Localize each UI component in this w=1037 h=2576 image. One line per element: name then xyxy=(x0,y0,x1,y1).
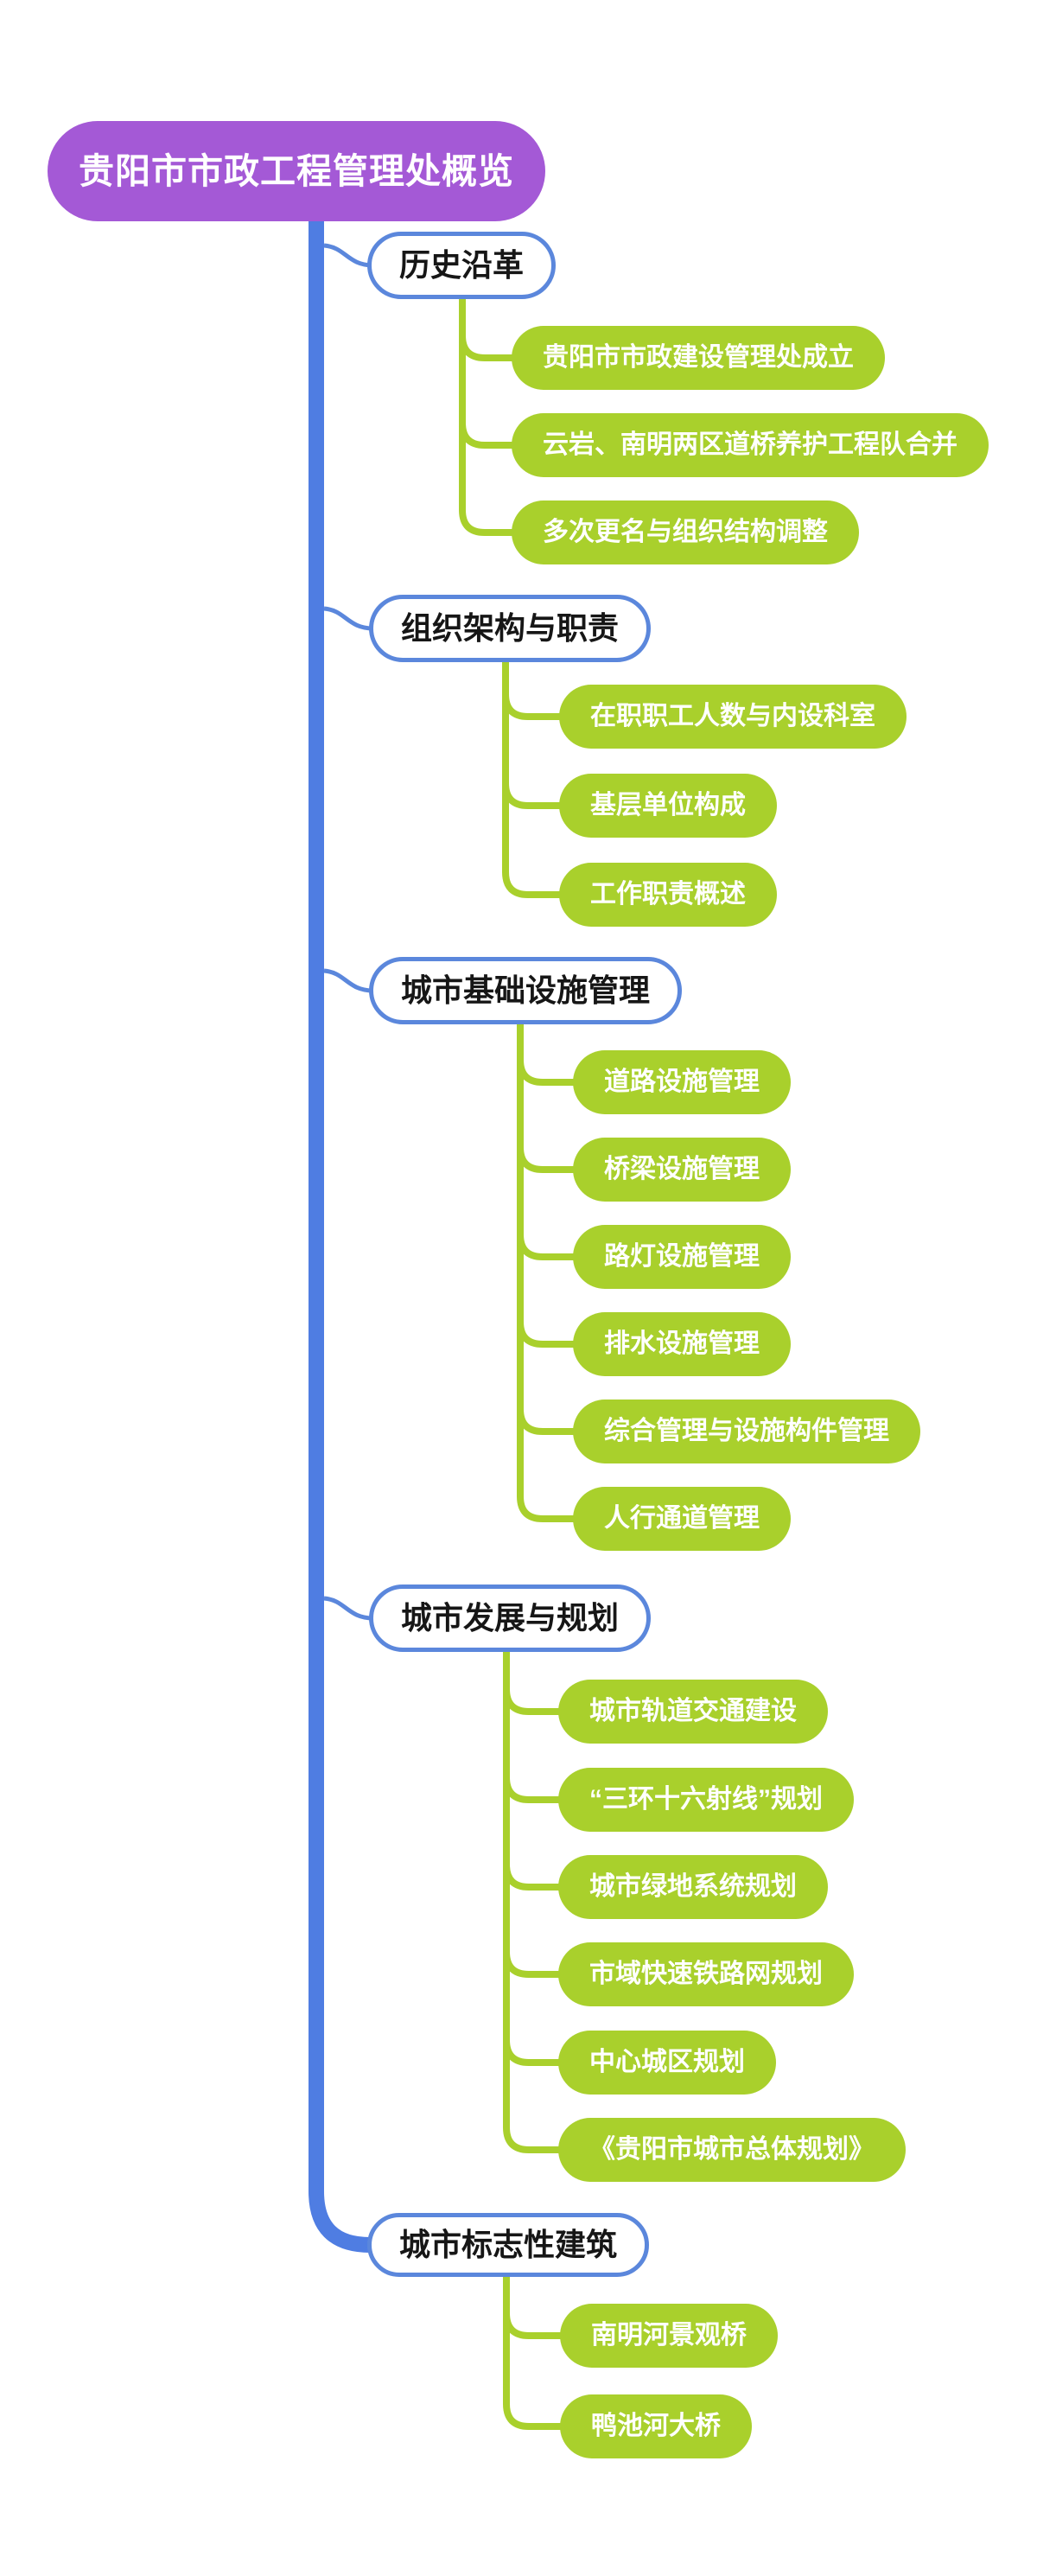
trunk-line xyxy=(309,216,371,2253)
branch-connector-lines xyxy=(517,1022,580,1522)
root-topic[interactable]: 贵阳市市政工程管理处概览 xyxy=(48,121,545,221)
subtopic[interactable]: 云岩、南明两区道桥养护工程队合并 xyxy=(512,413,989,477)
topic-history[interactable]: 历史沿革 xyxy=(367,232,557,299)
subtopic[interactable]: 桥梁设施管理 xyxy=(573,1138,791,1202)
subtopic[interactable]: 人行通道管理 xyxy=(573,1487,791,1551)
topic-landmarks[interactable]: 城市标志性建筑 xyxy=(367,2213,650,2277)
topic-infrastructure[interactable]: 城市基础设施管理 xyxy=(369,957,683,1024)
subtopic[interactable]: 基层单位构成 xyxy=(559,774,777,838)
subtopic[interactable]: 市域快速铁路网规划 xyxy=(558,1942,854,2006)
subtopic[interactable]: 多次更名与组织结构调整 xyxy=(512,501,859,564)
topic-organization[interactable]: 组织架构与职责 xyxy=(369,595,652,662)
topic-connector-line xyxy=(323,243,374,268)
subtopic[interactable]: 排水设施管理 xyxy=(573,1312,791,1376)
branch-connector-lines xyxy=(503,2274,567,2430)
subtopic[interactable]: 路灯设施管理 xyxy=(573,1225,791,1289)
subtopic[interactable]: 鸭池河大桥 xyxy=(560,2394,752,2458)
branch-connector-lines xyxy=(459,297,518,536)
subtopic[interactable]: 城市绿地系统规划 xyxy=(558,1855,828,1919)
topic-development[interactable]: 城市发展与规划 xyxy=(369,1584,652,1652)
subtopic[interactable]: 综合管理与设施构件管理 xyxy=(573,1400,920,1463)
topic-connector-line xyxy=(323,968,374,993)
subtopic[interactable]: 在职职工人数与内设科室 xyxy=(559,685,907,749)
subtopic[interactable]: “三环十六射线”规划 xyxy=(558,1768,854,1832)
subtopic[interactable]: 城市轨道交通建设 xyxy=(558,1680,828,1744)
topic-connector-line xyxy=(323,1596,374,1621)
subtopic[interactable]: 中心城区规划 xyxy=(558,2031,776,2095)
subtopic[interactable]: 《贵阳市城市总体规划》 xyxy=(558,2118,906,2182)
subtopic[interactable]: 南明河景观桥 xyxy=(560,2304,778,2368)
subtopic[interactable]: 工作职责概述 xyxy=(559,863,777,927)
subtopic[interactable]: 贵阳市市政建设管理处成立 xyxy=(512,326,885,390)
topic-connector-line xyxy=(323,606,374,631)
subtopic[interactable]: 道路设施管理 xyxy=(573,1050,791,1114)
branch-connector-lines xyxy=(503,1649,565,2153)
branch-connector-lines xyxy=(502,660,566,898)
